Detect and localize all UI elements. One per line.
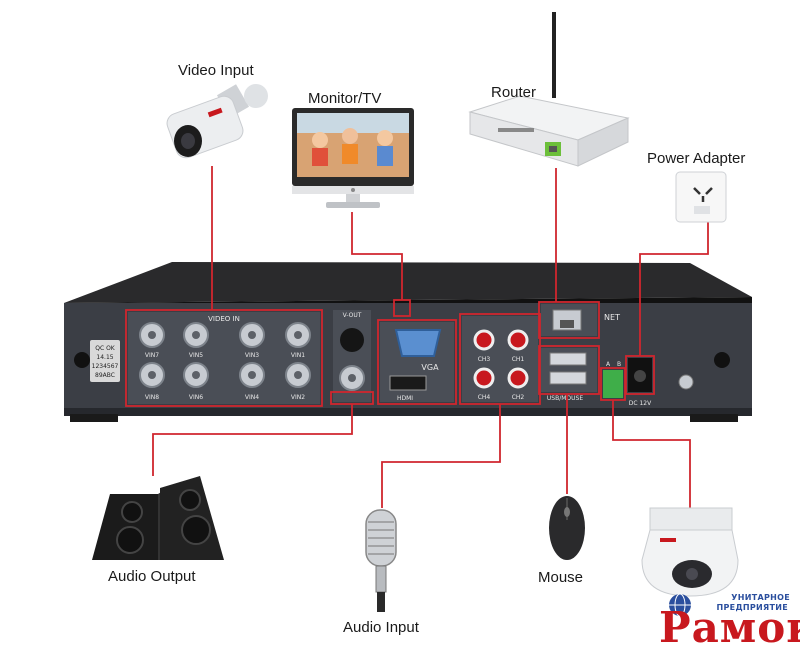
bnc-label-vin6: VIN6	[189, 394, 203, 401]
logo-line-1: УНИТАРНОЕ	[731, 593, 790, 602]
rca-label-ch1: CH1	[512, 356, 525, 363]
bnc-label-vin1: VIN1	[291, 352, 305, 359]
qc-line-1: QC OK	[95, 345, 116, 352]
connector-lines	[125, 166, 709, 508]
rca-label-ch4: CH4	[478, 394, 491, 401]
logo-globe	[669, 593, 691, 617]
bnc-label-vin4: VIN4	[245, 394, 259, 401]
video-input-label: Video Input	[178, 62, 254, 79]
audio-output-label: Audio Output	[108, 568, 196, 585]
power-adapter-label: Power Adapter	[647, 150, 746, 167]
bnc-label-vin7: VIN7	[145, 352, 159, 359]
terminal-b: B	[617, 361, 621, 368]
audio-input-label: Audio Input	[343, 619, 419, 636]
rca-label-ch2: CH2	[512, 394, 525, 401]
bullet-camera-image	[166, 84, 268, 159]
vga-label: VGA	[421, 363, 439, 372]
microphone-image	[365, 509, 397, 612]
video-in-label: VIDEO IN	[208, 315, 240, 323]
power-outlet-image	[675, 171, 727, 223]
monitor-tv-label: Monitor/TV	[308, 90, 382, 107]
qc-line-2: 14.15	[96, 354, 113, 361]
terminal-block	[603, 370, 623, 398]
mouse-image	[549, 496, 585, 560]
mouse-label: Mouse	[538, 569, 584, 586]
usb-mouse-label: USB/MOUSE	[547, 395, 583, 402]
terminal-a: A	[606, 361, 611, 368]
hdmi-label: HDMI	[397, 395, 413, 402]
rca-panel	[462, 316, 538, 402]
v-out-label: V-OUT	[343, 312, 362, 319]
dc-label: DC 12V	[629, 400, 652, 407]
company-logo: УНИТАРНОЕ ПРЕДПРИЯТИЕ Рамок	[653, 587, 800, 657]
net-label: NET	[604, 313, 620, 322]
bnc-label-vin3: VIN3	[245, 352, 259, 359]
bnc-label-vin2: VIN2	[291, 394, 305, 401]
monitor-image	[292, 108, 414, 208]
qc-line-3: 1234567	[92, 363, 119, 370]
ptz-camera-image	[641, 507, 739, 597]
qc-sticker	[90, 340, 120, 382]
router-image	[468, 12, 630, 167]
router-label: Router	[491, 84, 537, 101]
logo-line-2: ПРЕДПРИЯТИЕ	[716, 603, 788, 612]
qc-line-4: 89ABC	[95, 372, 115, 379]
speakers-image	[92, 476, 224, 560]
logo-word: Рамок	[659, 603, 800, 652]
bnc-label-vin8: VIN8	[145, 394, 159, 401]
bnc-label-vin5: VIN5	[189, 352, 203, 359]
dvr-recorder: QC OK 14.15 1234567 89ABC VIDEO IN VIN7 …	[64, 262, 752, 422]
rca-label-ch3: CH3	[478, 356, 491, 363]
bnc-connectors	[139, 322, 311, 388]
